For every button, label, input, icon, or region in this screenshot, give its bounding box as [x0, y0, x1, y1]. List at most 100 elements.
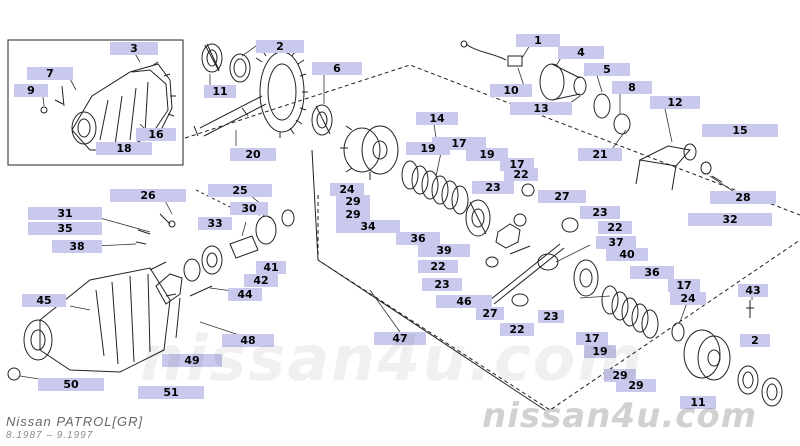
washer-stack-lower	[601, 285, 659, 339]
small-fasteners	[135, 213, 171, 245]
callout-2-bottom: 2	[740, 334, 770, 347]
callout-33: 33	[198, 217, 232, 230]
callout-8: 8	[612, 81, 652, 94]
watermark-bottom: nissan4u.com	[482, 396, 758, 436]
callout-20: 20	[230, 148, 276, 161]
callout-25: 25	[208, 184, 272, 197]
callout-17-d: 17	[576, 332, 608, 345]
dashed-outline-top	[184, 64, 800, 216]
callout-16: 16	[136, 128, 176, 141]
callout-15: 15	[702, 124, 778, 137]
callout-19-c: 19	[584, 345, 616, 358]
callout-46: 46	[436, 295, 492, 308]
callout-22-a: 22	[504, 168, 538, 181]
callout-10: 10	[490, 84, 532, 97]
callout-2-top: 2	[256, 40, 304, 53]
callout-21: 21	[578, 148, 622, 161]
callout-39: 39	[418, 244, 470, 257]
inset-frame	[7, 39, 184, 166]
bolt-43	[746, 300, 754, 318]
bearing-6	[311, 104, 333, 136]
callout-44: 44	[228, 288, 262, 301]
callout-12: 12	[650, 96, 700, 109]
filler-plug-50	[7, 367, 21, 381]
inset-nut	[40, 106, 48, 114]
callout-37: 37	[596, 236, 636, 249]
lock-pin	[509, 245, 531, 255]
race-2-top	[229, 53, 251, 83]
callout-17-b: 17	[500, 158, 534, 171]
dashed-outline-bottom	[317, 195, 800, 411]
callout-19-b: 19	[466, 148, 508, 161]
callout-51: 51	[138, 386, 204, 399]
callout-23-d: 23	[538, 310, 564, 323]
callout-24-a: 24	[330, 183, 364, 196]
companion-yoke	[635, 143, 697, 191]
pinion-shaft	[489, 243, 565, 305]
callout-23-a: 23	[472, 181, 514, 194]
differential-case-lower	[683, 329, 731, 381]
callout-29-b: 29	[336, 208, 370, 221]
callout-4: 4	[558, 46, 604, 59]
bearing-11-top	[201, 43, 223, 73]
side-gear-lower	[573, 259, 599, 297]
callout-27-b: 27	[476, 307, 504, 320]
callout-30: 30	[230, 202, 268, 215]
callout-22-b: 22	[598, 221, 632, 234]
callout-47: 47	[374, 332, 426, 345]
flange-4	[539, 63, 587, 101]
differential-case	[340, 125, 399, 180]
callout-29-c: 29	[604, 369, 636, 382]
callout-24-b: 24	[670, 292, 706, 305]
callout-23-c: 23	[422, 278, 462, 291]
callout-32: 32	[688, 213, 772, 226]
caption-title: Nissan PATROL[GR]	[6, 414, 144, 429]
callout-43: 43	[738, 284, 768, 297]
callout-6: 6	[312, 62, 362, 75]
callout-17-c: 17	[668, 279, 700, 292]
callout-1: 1	[516, 34, 560, 47]
callout-42: 42	[244, 274, 278, 287]
callout-22-d: 22	[500, 323, 534, 336]
ring-and-pinion	[193, 45, 308, 138]
callout-48: 48	[222, 334, 274, 347]
callout-9: 9	[14, 84, 48, 97]
callout-11-bottom: 11	[680, 396, 716, 409]
bearing-lower	[737, 365, 783, 407]
washer-8	[613, 113, 631, 135]
housing-boundary	[311, 149, 546, 411]
bolt-44	[189, 285, 213, 297]
callout-26: 26	[110, 189, 186, 202]
callout-7: 7	[27, 67, 73, 80]
nut-28	[700, 161, 712, 175]
spacer-24-lower	[671, 322, 685, 342]
callout-22-c: 22	[418, 260, 458, 273]
bearing-adjuster	[183, 209, 295, 282]
callout-29-a: 29	[336, 195, 370, 208]
callout-31: 31	[28, 207, 102, 220]
callout-27-a: 27	[538, 190, 586, 203]
callout-13: 13	[510, 102, 572, 115]
callout-49: 49	[162, 354, 222, 367]
washer-stack-upper	[401, 160, 469, 215]
callout-11-top: 11	[204, 85, 236, 98]
callout-29-d: 29	[616, 379, 656, 392]
callout-34: 34	[336, 220, 400, 233]
callout-38: 38	[52, 240, 102, 253]
callout-40: 40	[606, 248, 648, 261]
inset-bolt	[54, 85, 65, 107]
callout-5: 5	[584, 63, 630, 76]
callout-45: 45	[22, 294, 66, 307]
callout-3: 3	[110, 42, 158, 55]
callout-23-b: 23	[580, 206, 620, 219]
callout-18: 18	[96, 142, 152, 155]
side-gear-upper	[465, 199, 491, 237]
callout-41: 41	[256, 261, 286, 274]
breather	[168, 220, 176, 228]
oil-seal-5	[593, 93, 611, 119]
callout-36-a: 36	[396, 232, 440, 245]
callout-35: 35	[28, 222, 102, 235]
watermark-center: nissan4u.com	[140, 322, 644, 395]
